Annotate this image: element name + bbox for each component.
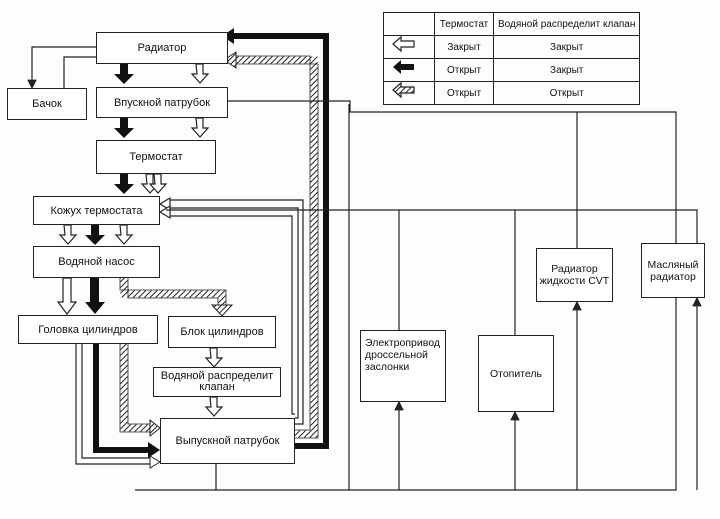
outlet-pipe-box: Выпускной патрубок (160, 418, 295, 464)
legend-header-valve: Водяной распределит клапан (492, 12, 641, 36)
legend-header-symbol (383, 12, 435, 36)
heater-box: Отопитель (478, 335, 554, 412)
aux-manifold (135, 100, 702, 491)
legend-row: Закрыт Закрыт (383, 35, 641, 59)
oil-radiator-box: Масляный радиатор (641, 243, 705, 298)
pump-to-block-hatched (119, 278, 234, 317)
throttle-actuator-box: Электропривод дроссельной заслонки (360, 330, 446, 402)
inlet-pipe-box: Впускной патрубок (96, 87, 228, 118)
legend-row: Открыт Закрыт (383, 58, 641, 82)
legend-header-thermostat: Термостат (434, 12, 494, 36)
tank-box: Бачок (7, 88, 87, 120)
legend-thermostat-state: Открыт (434, 58, 494, 82)
housing-return-lines (158, 196, 304, 425)
water-pump-box: Водяной насос (33, 246, 160, 278)
cylinder-head-box: Головка цилиндров (18, 315, 158, 344)
legend-valve-state: Закрыт (492, 58, 641, 82)
legend-symbol-cell (383, 58, 435, 82)
radiator-box: Радиатор (96, 32, 228, 64)
thermostat-box: Термостат (96, 140, 216, 174)
tank-lines (27, 46, 96, 90)
legend-valve-state: Открыт (492, 81, 641, 105)
water-valve-box: Водяной распределит клапан (153, 367, 281, 397)
head-to-outlet-lines (75, 344, 161, 469)
legend-thermostat-state: Закрыт (434, 35, 494, 59)
solid-flow-arrows (85, 64, 134, 314)
thermostat-housing-box: Кожух термостата (33, 196, 160, 225)
legend-row: Открыт Открыт (383, 81, 641, 105)
cvt-radiator-box: Радиатор жидкости CVT (536, 248, 613, 302)
cylinder-block-box: Блок цилиндров (168, 316, 276, 348)
legend-thermostat-state: Открыт (434, 81, 494, 105)
return-line-hatched (223, 51, 319, 439)
legend-header: Термостат Водяной распределит клапан (383, 12, 641, 36)
legend-valve-state: Закрыт (492, 35, 641, 59)
legend-table: Термостат Водяной распределит клапан Зак… (383, 12, 641, 105)
legend-symbol-cell (383, 35, 435, 59)
hollow-flow-arrows (56, 63, 224, 417)
legend-symbol-cell (383, 81, 435, 105)
return-line-solid (222, 28, 329, 449)
